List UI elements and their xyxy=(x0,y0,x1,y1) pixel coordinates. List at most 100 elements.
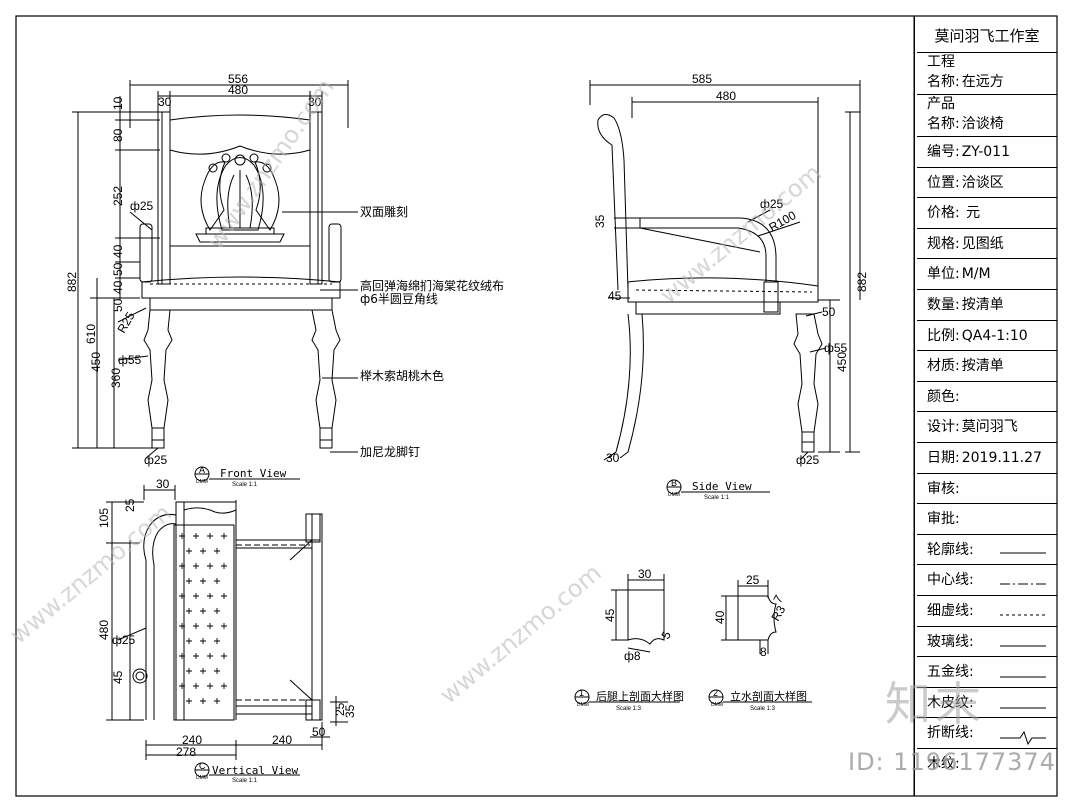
cushion-tuft-mark xyxy=(207,683,213,689)
cushion-tuft-mark xyxy=(214,638,220,644)
dim-vert-30: 30 xyxy=(156,477,170,491)
dim-side-d55: ф55 xyxy=(824,341,848,355)
drawing-frame xyxy=(15,15,1058,797)
section2-tag: DMM xyxy=(711,702,723,708)
note-wood: 榉木索胡桃木色 xyxy=(360,368,444,383)
front-view xyxy=(72,80,358,482)
cushion-tuft-mark xyxy=(186,638,192,644)
cushion-tuft-mark xyxy=(200,698,206,704)
title-block-value: 按清单 xyxy=(961,358,1004,375)
cushion-tuft-mark xyxy=(207,563,213,569)
title-block-row: 数量:按清单 xyxy=(917,289,1057,320)
view-labels: A DMM Front View Scale 1:1 B DMM Side Vi… xyxy=(196,465,807,784)
title-block-label: 编号: xyxy=(927,144,960,160)
note-carving: 双面雕刻 xyxy=(360,204,408,219)
dim-front-d25a: ф25 xyxy=(130,199,154,213)
cushion-tuft-mark xyxy=(193,593,199,599)
cushion-tuft-mark xyxy=(179,653,185,659)
cushion-tuft-mark xyxy=(200,548,206,554)
title-block-value: M/M xyxy=(961,266,991,283)
cushion-tuft-mark xyxy=(193,653,199,659)
dim-sec-r3: R3 xyxy=(768,603,788,624)
dim-vert-45: 45 xyxy=(111,670,125,684)
dim-sec-25: 25 xyxy=(746,573,760,587)
title-block-label: 名称: xyxy=(927,116,960,132)
dim-front-40b: 40 xyxy=(111,280,125,294)
dim-front-30b: 30 xyxy=(308,95,322,109)
cushion-tuft-mark xyxy=(179,593,185,599)
title-block-label: 轮廓线: xyxy=(927,541,974,558)
title-block-row: 木皮纹: xyxy=(917,686,1057,718)
front-view-tag: DMM xyxy=(196,479,208,485)
cushion-tuft-mark xyxy=(207,653,213,659)
dim-front-50: 50 xyxy=(111,262,125,276)
cushion-tuft-mark xyxy=(214,548,220,554)
section1-name: 后腿上剖面大样图 xyxy=(596,689,684,703)
title-block-label: 名称: xyxy=(927,74,960,90)
side-view xyxy=(589,80,861,495)
dim-side-585: 585 xyxy=(692,72,712,86)
cushion-tuft-mark xyxy=(193,563,199,569)
title-block-row: 规格:见图纸 xyxy=(917,227,1057,259)
cushion-tuft-mark xyxy=(179,623,185,629)
front-view-name: Front View xyxy=(220,467,287,480)
dim-front-252: 252 xyxy=(111,186,125,206)
title-block-studio: 莫问羽飞工作室 xyxy=(934,27,1040,45)
cushion-tuft-mark xyxy=(186,608,192,614)
dim-vert-d25: ф25 xyxy=(112,633,136,647)
title-block-label: 五金线: xyxy=(927,664,974,681)
title-block-row: 轮廓线: xyxy=(917,533,1057,565)
dim-sec-5: 5 xyxy=(658,628,674,641)
dim-front-556: 556 xyxy=(228,72,248,86)
title-block-label: 单位: xyxy=(927,266,960,283)
cushion-tuft-mark xyxy=(221,623,227,629)
dim-front-80: 80 xyxy=(111,128,125,142)
cushion-tuft-mark xyxy=(186,548,192,554)
title-block-label: 木纹: xyxy=(927,756,960,772)
cushion-tuft-mark xyxy=(200,668,206,674)
title-block-value: 2019.11.27 xyxy=(961,450,1042,466)
dim-side-450: 450 xyxy=(835,352,849,372)
drawing-id: ID: 1196177374 xyxy=(848,748,1056,776)
title-block-row: 细虚线: xyxy=(917,595,1057,626)
title-block-label: 折断线: xyxy=(927,725,974,742)
dim-front-610: 610 xyxy=(84,324,98,344)
title-block-row: 价格: 元 xyxy=(917,197,1057,228)
dim-vert-240b: 240 xyxy=(272,733,292,747)
title-block-row: 审核: xyxy=(917,472,1057,504)
cushion-tuft-mark xyxy=(221,653,227,659)
cushion-tuft-mark xyxy=(193,533,199,539)
title-block-row: 名称:洽谈椅 xyxy=(917,112,1057,136)
cushion-tuft-mark xyxy=(221,593,227,599)
section-details xyxy=(574,574,812,705)
title-block-row: 五金线: xyxy=(917,656,1057,687)
title-block-value: 莫问羽飞 xyxy=(961,419,1018,436)
title-block-label: 工程 xyxy=(927,54,955,70)
cushion-tuft-mark xyxy=(186,668,192,674)
dim-front-d25b: ф25 xyxy=(144,453,168,467)
front-view-scale: Scale 1:1 xyxy=(232,482,258,488)
title-block-value: 见图纸 xyxy=(961,235,1004,252)
cushion-tuft-mark xyxy=(193,683,199,689)
title-block xyxy=(914,16,1057,796)
title-block-label: 审批: xyxy=(927,511,960,528)
cushion-tuft-mark xyxy=(207,533,213,539)
dim-side-d25b: ф25 xyxy=(796,453,820,467)
cushion-tuft-mark xyxy=(207,593,213,599)
side-view-name: Side View xyxy=(692,480,752,493)
cushion-tuft-mark xyxy=(207,623,213,629)
title-block-row: 木纹: xyxy=(917,748,1057,779)
section1-num: 1 xyxy=(579,688,584,698)
title-block-label: 材质: xyxy=(927,358,960,375)
dim-front-450: 450 xyxy=(89,352,103,372)
title-block-label: 中心线: xyxy=(927,572,974,589)
title-block-label: 比例: xyxy=(927,327,960,344)
section2-name: 立水剖面大样图 xyxy=(730,689,807,703)
title-block-row: 折断线: xyxy=(917,717,1057,748)
cushion-tuft-mark xyxy=(214,578,220,584)
title-block-row: 设计:莫问羽飞 xyxy=(917,411,1057,442)
cushion-tuft-mark xyxy=(186,578,192,584)
dim-front-d55: ф55 xyxy=(118,353,142,367)
dim-front-10: 10 xyxy=(111,96,125,110)
